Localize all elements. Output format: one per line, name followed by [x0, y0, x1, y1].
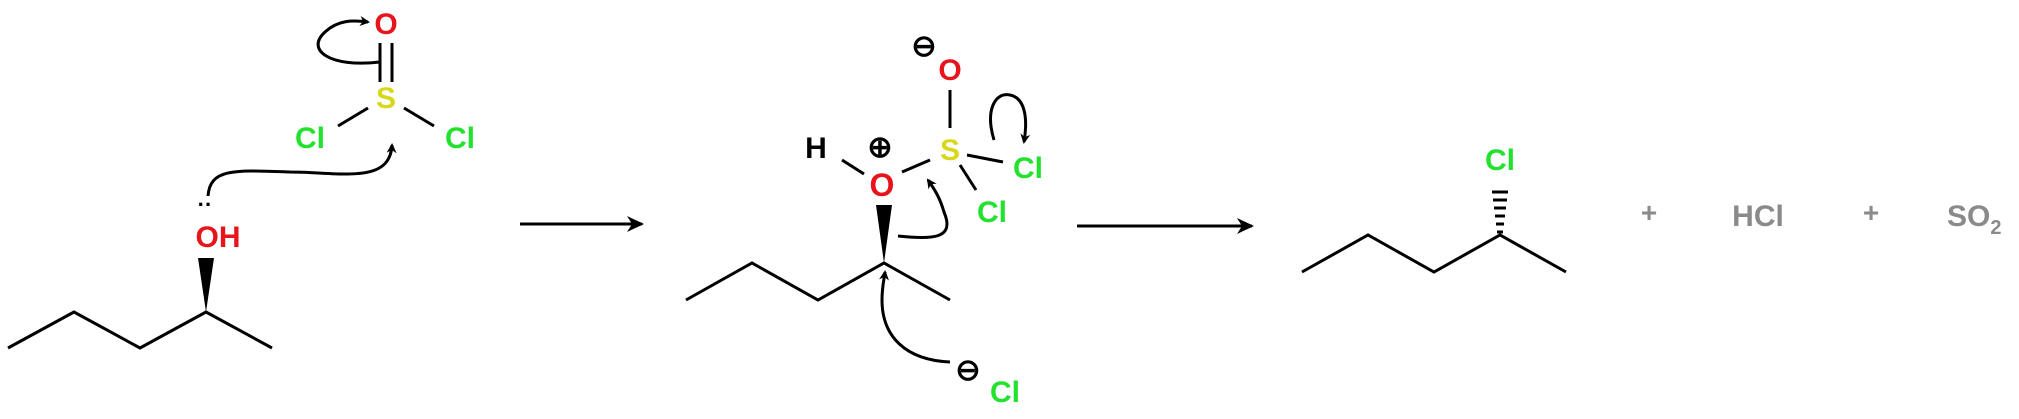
- so2-subscript: 2: [1990, 217, 2001, 239]
- carbon-chain: [685, 261, 951, 302]
- s-cl-right-bond: [966, 153, 1004, 164]
- s-cl-left-bond: [337, 106, 369, 128]
- wedge-bond: [876, 205, 892, 263]
- intermediate-cl-right-label: Cl: [1013, 152, 1043, 185]
- hcl-label: HCl: [1732, 200, 1784, 233]
- arrow-pi-bond-to-oxygen: [316, 16, 381, 65]
- s-cl-lower-bond: [958, 164, 978, 191]
- stage1-curved-arrows: [206, 16, 397, 197]
- chloride-cl-label: Cl: [990, 376, 1020, 409]
- so2-label: SO2: [1947, 200, 2001, 239]
- lone-pair-dots: ··: [198, 192, 213, 217]
- intermediate-chlorosulfite: H O ⊕ S O ⊖ Cl Cl: [805, 30, 1043, 229]
- hashed-wedge-bond: [1492, 190, 1508, 234]
- byproducts: + HCl + SO2: [1641, 197, 2002, 239]
- reactant-thionyl-chloride: O S Cl Cl: [295, 8, 475, 155]
- reactant-pentanol: ·· OH: [7, 192, 273, 350]
- intermediate-o-label: O: [870, 167, 895, 203]
- h-o-bond: [841, 158, 865, 176]
- intermediate-h-label: H: [805, 132, 827, 165]
- intermediate-alkyl: [685, 205, 951, 302]
- wedge-bond: [198, 258, 214, 312]
- oxide-negative-charge: ⊖: [911, 30, 936, 63]
- carbon-chain: [1301, 233, 1567, 274]
- o-s-bond: [901, 158, 931, 174]
- s-cl-right-bond: [403, 106, 435, 128]
- product-cl-label: Cl: [1485, 144, 1515, 177]
- product-chloropentane: Cl: [1301, 144, 1567, 274]
- intermediate-cl-lower-label: Cl: [977, 196, 1007, 229]
- arrow-cs-bond-to-oxygen: [897, 178, 949, 240]
- stage2-curved-arrows: [879, 93, 1031, 364]
- oxonium-positive-charge: ⊕: [867, 131, 892, 164]
- thionyl-o-label: O: [374, 8, 397, 41]
- so2-main: SO: [1947, 200, 1990, 233]
- intermediate-s-label: S: [940, 134, 960, 167]
- plus-sign-2: +: [1863, 197, 1879, 228]
- chloride-negative-charge: ⊖: [955, 354, 980, 387]
- arrow-s-cl-bond-to-cl: [989, 93, 1031, 144]
- chloride-nucleophile: ⊖ Cl: [955, 354, 1020, 409]
- alcohol-oh-label: OH: [196, 221, 241, 254]
- plus-sign-1: +: [1641, 197, 1657, 228]
- intermediate-o-top-label: O: [938, 54, 961, 87]
- thionyl-cl-right-label: Cl: [445, 122, 475, 155]
- arrow-oh-attacks-sulfur: [206, 143, 397, 197]
- thionyl-cl-left-label: Cl: [295, 122, 325, 155]
- carbon-chain: [7, 310, 273, 350]
- arrow-chloride-attacks-carbon: [879, 270, 951, 364]
- thionyl-s-label: S: [376, 82, 396, 115]
